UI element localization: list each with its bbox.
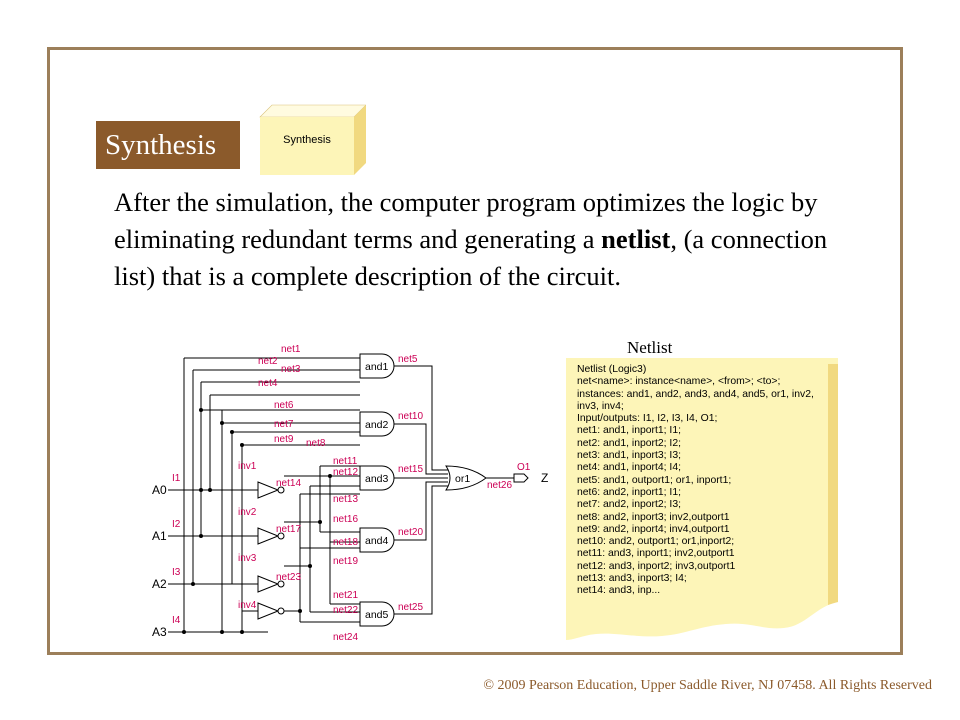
- netlist-lines: Netlist (Logic3) net<name>: instance<nam…: [577, 364, 839, 598]
- and1-label: and1: [365, 361, 389, 373]
- net7-label: net7: [274, 419, 294, 430]
- netlist-line: net1: and1, inport1; I1;: [577, 425, 681, 437]
- inv2-label: inv2: [238, 507, 257, 518]
- net24-label: net24: [333, 632, 358, 643]
- net25-label: net25: [398, 602, 423, 613]
- netlist-line: net9: and2, inport4; inv4,outport1: [577, 523, 730, 535]
- net4-label: net4: [258, 378, 278, 389]
- net20-label: net20: [398, 527, 423, 538]
- net6-label: net6: [274, 400, 294, 411]
- netlist-line: net5: and1, outport1; or1, inport1;: [577, 474, 732, 486]
- netlist-line: net8: and2, inport3; inv2,outport1: [577, 511, 730, 523]
- net3-label: net3: [281, 364, 301, 375]
- port-I3-label: I3: [172, 567, 181, 578]
- and4-label: and4: [365, 535, 389, 547]
- and5-label: and5: [365, 609, 389, 621]
- and3-label: and3: [365, 473, 389, 485]
- net17-label: net17: [276, 524, 301, 535]
- gate-and2: [359, 411, 395, 437]
- inverter-inv1: [257, 481, 280, 499]
- netlist-line: net7: and2, inport2; I3;: [577, 499, 681, 511]
- netlist-line: net13: and3, inport3; I4;: [577, 573, 687, 585]
- netlist-line: inv3, inv4;: [577, 400, 624, 412]
- inverter-inv2: [257, 527, 280, 545]
- gate-and1: [359, 353, 395, 379]
- net14-label: net14: [276, 478, 301, 489]
- and2-label: and2: [365, 419, 389, 431]
- port-I4-label: I4: [172, 615, 181, 626]
- netlist-line: net6: and2, inport1; I1;: [577, 486, 681, 498]
- net26-label: net26: [487, 480, 512, 491]
- description-paragraph: After the simulation, the computer progr…: [114, 184, 854, 295]
- slide-frame: [47, 47, 903, 655]
- input-A0-label: A0: [152, 483, 167, 497]
- gate-or1: [445, 465, 487, 491]
- net11-label: net11: [333, 456, 358, 467]
- netlist-title: Netlist: [627, 338, 673, 357]
- gate-and5: [359, 601, 395, 627]
- input-A3-label: A3: [152, 625, 167, 639]
- net18-label: net18: [333, 537, 358, 548]
- inv3-label: inv3: [238, 553, 257, 564]
- net23-label: net23: [276, 572, 301, 583]
- output-Z-label: Z: [541, 471, 548, 485]
- net16-label: net16: [333, 514, 358, 525]
- port-O1-label: O1: [517, 462, 531, 473]
- net19-label: net19: [333, 556, 358, 567]
- net8-label: net8: [306, 438, 326, 449]
- net10-label: net10: [398, 411, 423, 422]
- paragraph-text-1: After the simulation, the computer progr…: [114, 187, 818, 254]
- netlist-line: net3: and1, inport3; I3;: [577, 450, 681, 462]
- net13-label: net13: [333, 494, 358, 505]
- netlist-term: netlist: [601, 224, 671, 254]
- logic-circuit-diagram: and1 and2 and3 and4 and5 or1 A0 A1 A2 A3…: [152, 344, 548, 643]
- netlist-line: net14: and3, inp...: [577, 585, 661, 597]
- netlist-line: net10: and2, outport1; or1,inport2;: [577, 536, 735, 548]
- net15-label: net15: [398, 464, 423, 475]
- port-I2-label: I2: [172, 519, 181, 530]
- gate-and4: [359, 527, 395, 553]
- net5-label: net5: [398, 354, 418, 365]
- gate-and3: [359, 465, 395, 491]
- port-I1-label: I1: [172, 473, 181, 484]
- netlist-panel: [566, 358, 838, 640]
- netlist-line: net4: and1, inport4; I4;: [577, 462, 681, 474]
- inv4-label: inv4: [238, 600, 257, 611]
- inverter-inv3: [257, 575, 280, 593]
- input-A1-label: A1: [152, 529, 167, 543]
- net1-label: net1: [281, 344, 301, 355]
- netlist-line: net12: and3, inport2; inv3,outport1: [577, 560, 736, 572]
- net21-label: net21: [333, 590, 358, 601]
- input-A2-label: A2: [152, 577, 167, 591]
- or1-label: or1: [455, 473, 470, 485]
- paragraph-text-2: , (a connection list) that is a complete…: [114, 224, 828, 291]
- net22-label: net22: [333, 605, 358, 616]
- netlist-line: Input/outputs: I1, I2, I3, I4, O1;: [577, 413, 718, 425]
- copyright-notice: © 2009 Pearson Education, Upper Saddle R…: [483, 678, 932, 693]
- netlist-line: Netlist (Logic3): [577, 364, 647, 375]
- net2-label: net2: [258, 356, 278, 367]
- synthesis-label: Synthesis: [96, 121, 240, 169]
- net12-label: net12: [333, 467, 358, 478]
- netlist-line: instances: and1, and2, and3, and4, and5,…: [577, 388, 814, 400]
- inv1-label: inv1: [238, 461, 257, 472]
- net9-label: net9: [274, 434, 294, 445]
- netlist-line: net11: and3, inport1; inv2,outport1: [577, 548, 735, 560]
- synthesis-box-icon: [259, 104, 366, 175]
- netlist-line: net<name>: instance<name>, <from>; <to>;: [577, 376, 781, 388]
- synthesis-box-label: Synthesis: [283, 134, 331, 146]
- netlist-line: net2: and1, inport2; I2;: [577, 437, 681, 449]
- inverter-inv4: [257, 602, 280, 620]
